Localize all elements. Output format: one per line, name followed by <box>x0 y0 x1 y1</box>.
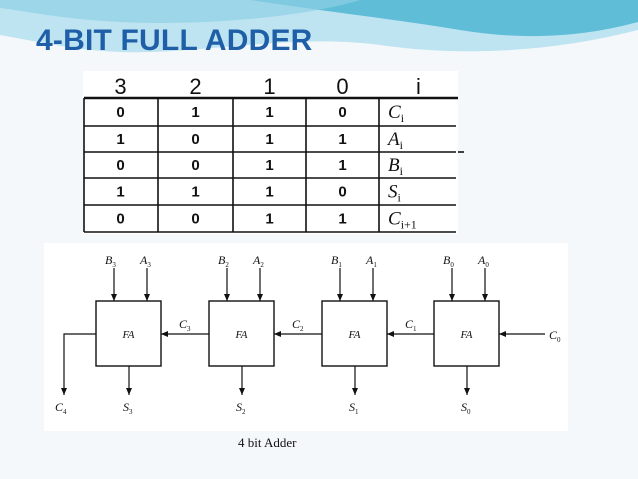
carry-out-arrow <box>61 333 96 395</box>
wave-dark <box>250 0 638 37</box>
table-cell: 1 <box>338 157 346 174</box>
table-cell: 1 <box>265 157 273 174</box>
sum-output-label: S0 <box>461 400 471 416</box>
table-row-symbol: Ai <box>386 129 404 152</box>
sum-output-label: S2 <box>236 400 246 416</box>
table-cell: 1 <box>338 211 346 228</box>
table-cell: 1 <box>265 211 273 228</box>
carry-label: C0 <box>549 328 561 344</box>
table-cell: 0 <box>116 157 124 174</box>
table-row-symbol: Ci+1 <box>388 209 417 232</box>
full-adder-block <box>321 300 388 367</box>
table-cell: 0 <box>191 211 199 228</box>
table-cell: 0 <box>338 104 346 121</box>
carry-label: C3 <box>179 317 191 333</box>
sum-output-label: S3 <box>123 400 133 416</box>
full-adder-label: FA <box>347 329 360 341</box>
table-cell: 0 <box>191 157 199 174</box>
table-row-symbol: Ci <box>388 102 405 125</box>
table-cell: 0 <box>116 211 124 228</box>
carry-label: C2 <box>292 317 304 333</box>
sum-output-label: S1 <box>349 400 359 416</box>
full-adder-label: FA <box>121 329 134 341</box>
slide-title: 4-BIT FULL ADDER <box>36 24 313 57</box>
carry-out-label: C4 <box>55 400 67 416</box>
input-a-label: A2 <box>252 253 264 269</box>
input-a-label: A1 <box>365 253 377 269</box>
input-b-label: B0 <box>443 253 454 269</box>
table-header: 3 <box>114 74 126 99</box>
input-b-label: B1 <box>331 253 342 269</box>
table-header: 2 <box>189 74 201 99</box>
table-header: 0 <box>336 74 348 99</box>
wave-mid <box>0 0 360 24</box>
full-adder-label: FA <box>459 329 472 341</box>
diagram-caption: 4 bit Adder <box>238 435 297 450</box>
table-cell: 1 <box>265 184 273 201</box>
full-adder-label: FA <box>234 329 247 341</box>
table-cell: 1 <box>191 184 199 201</box>
input-b-label: B3 <box>105 253 116 269</box>
table-cell: 1 <box>265 104 273 121</box>
table-row-symbol: Si <box>388 182 402 205</box>
input-a-label: A3 <box>139 253 151 269</box>
input-a-label: A0 <box>477 253 489 269</box>
table-cell: 0 <box>116 104 124 121</box>
table-cell: 1 <box>265 131 273 148</box>
table-cell: 0 <box>338 184 346 201</box>
full-adder-block <box>208 300 275 367</box>
carry-label: C1 <box>405 317 417 333</box>
table-cell: 1 <box>338 131 346 148</box>
table-header: 1 <box>263 74 275 99</box>
table-header: i <box>416 74 421 99</box>
table-cell: 1 <box>191 104 199 121</box>
table-cell: 1 <box>116 184 124 201</box>
table-cell: 0 <box>191 131 199 148</box>
header-wave-banner <box>0 0 638 53</box>
input-b-label: B2 <box>218 253 229 269</box>
table-cell: 1 <box>116 131 124 148</box>
table-row-symbol: Bi <box>388 155 404 178</box>
